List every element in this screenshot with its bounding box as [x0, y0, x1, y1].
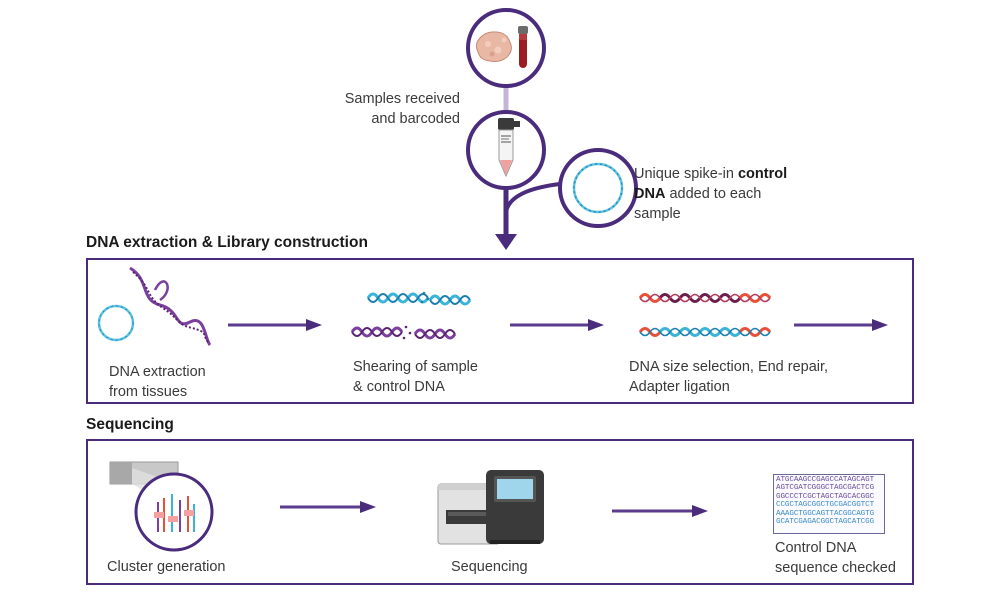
sequencing-panel: [86, 439, 914, 585]
library-section-title: DNA extraction & Library construction: [86, 234, 368, 251]
ligated-dna-icon: [638, 293, 772, 337]
step-label-dna-extraction: DNA extraction from tissues: [109, 364, 206, 400]
sequencing-section-title: Sequencing: [86, 416, 174, 433]
samples-received-label: Samples received and barcoded: [344, 91, 460, 127]
sequence-line: GGCCCTCGCTAGCTAGCACGGC: [776, 492, 875, 501]
sequence-line: CCGCTAGCGGCTGCGACGGTCT: [776, 501, 875, 510]
barcoded-tube-icon: [498, 118, 520, 178]
step-label-sequencing: Sequencing: [451, 559, 528, 575]
spike-in-merge-arrow: [504, 182, 561, 213]
barcoded-sample-circle: [466, 110, 546, 190]
spike-in-label: Unique spike-in control DNA added to eac…: [634, 166, 788, 222]
sequence-line: GCATCGAGACGGCTAGCATCGG: [776, 518, 875, 527]
dna-extraction-icon: [97, 266, 212, 347]
sequencer-icon: [437, 470, 544, 545]
sequence-line: AGTCGATCGGGCTAGCGACTCG: [776, 484, 875, 493]
step-label-size-selection: DNA size selection, End repair, Adapter …: [629, 359, 829, 395]
blood-tube-icon: [518, 26, 528, 68]
arrow-head: [495, 234, 517, 250]
spike-in-circle: [558, 148, 638, 228]
step-label-shearing: Shearing of sample & control DNA: [353, 359, 478, 395]
library-construction-panel: [86, 258, 914, 404]
sequence-line: ATGCAAGCCGAGCCATAGCAGT: [776, 476, 875, 484]
sequence-line: AAAGCTGGCAGTTACGGCAGTG: [776, 509, 875, 518]
step-label-cluster-generation: Cluster generation: [107, 559, 226, 575]
step-label-control-dna-check: Control DNA sequence checked: [775, 540, 896, 576]
sample-collection-circle: [466, 8, 546, 88]
sequence-readout: ATGCAAGCCGAGCCATAGCAGT AGTCGATCGGGCTAGCG…: [773, 474, 885, 534]
plasmid-icon: [572, 162, 624, 214]
sheared-dna-icon: [350, 291, 472, 340]
tissue-sample-icon: [475, 31, 512, 62]
flow-cell-cluster-icon: [109, 461, 214, 552]
